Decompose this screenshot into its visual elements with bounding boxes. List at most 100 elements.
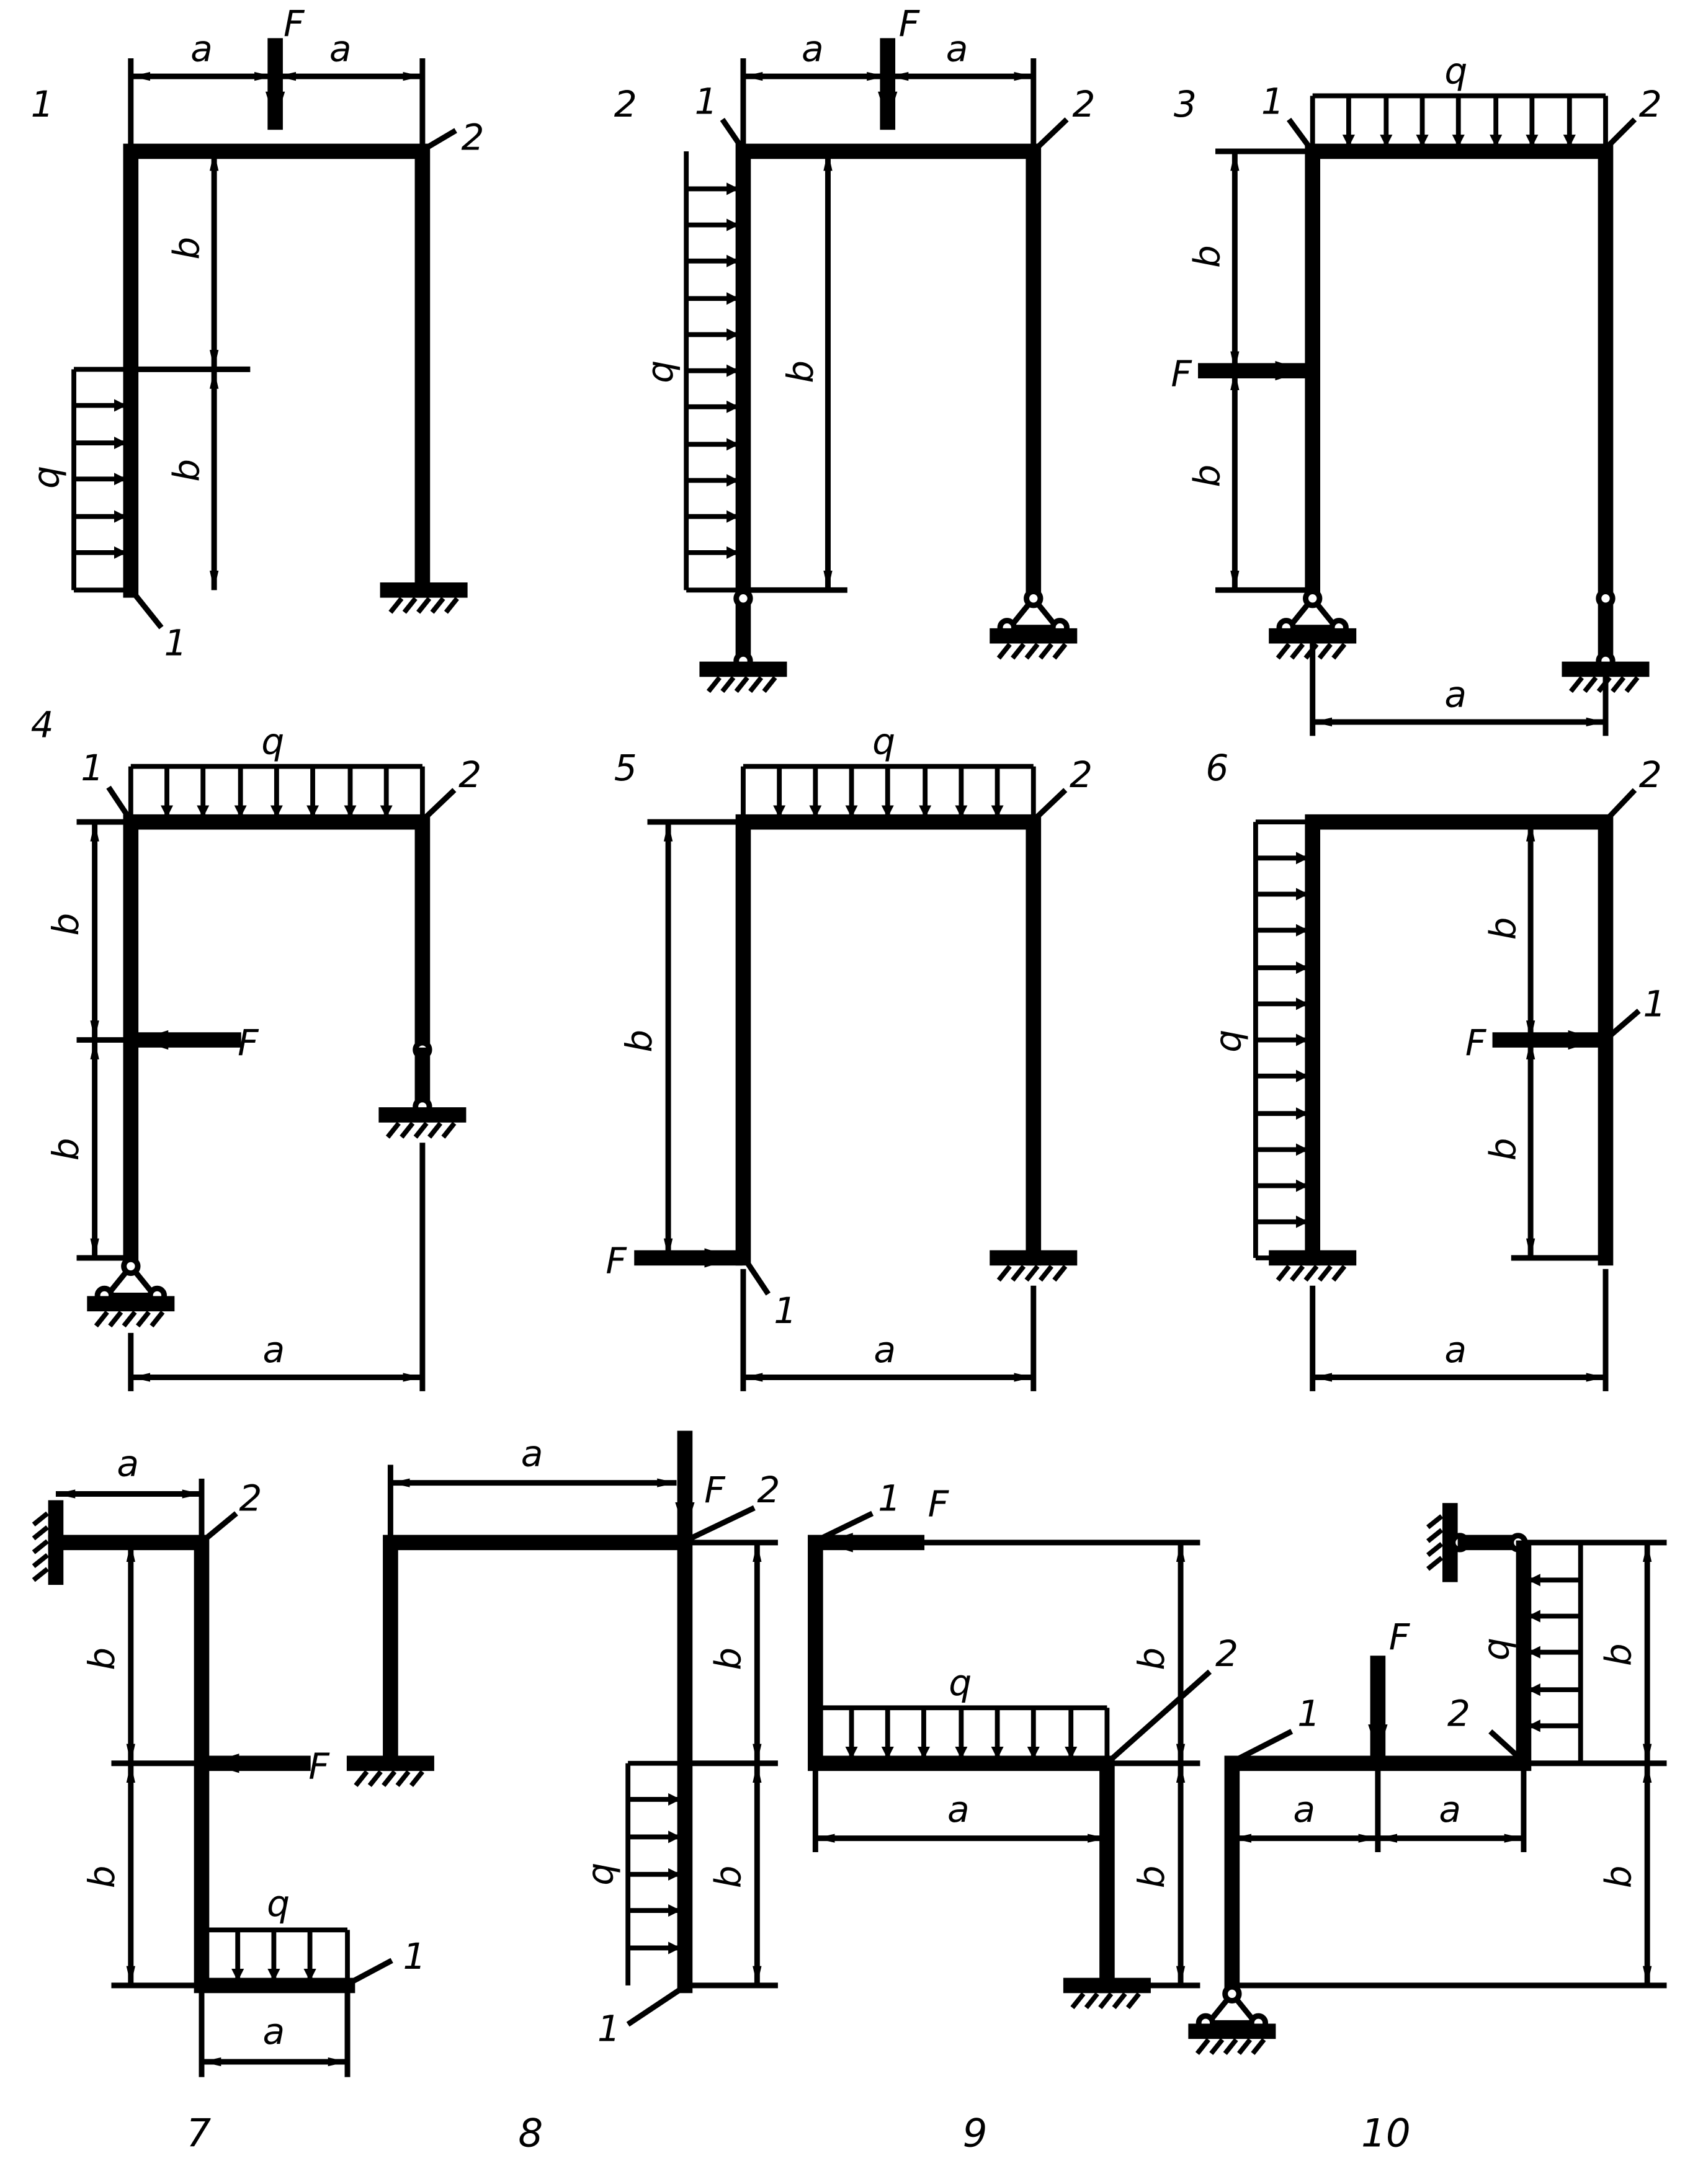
node-label-1: 1 xyxy=(695,81,718,123)
label-b: b xyxy=(1597,1643,1639,1666)
leader xyxy=(1107,1669,1212,1763)
label-a: a xyxy=(262,2010,285,2053)
label-F: F xyxy=(238,1022,259,1064)
scheme-number: 8 xyxy=(518,2111,543,2156)
label-F: F xyxy=(1171,352,1192,394)
scheme-number: 1 xyxy=(31,83,54,125)
scheme-number: 3 xyxy=(1174,83,1197,125)
node-label-1: 1 xyxy=(878,1477,901,1519)
distributed-load-q xyxy=(625,1760,685,1986)
leader xyxy=(106,785,131,818)
leader xyxy=(720,117,743,148)
label-a: a xyxy=(190,27,213,69)
label-b: b xyxy=(1482,1138,1524,1161)
pinned-support xyxy=(990,589,1078,660)
label-b: b xyxy=(1186,245,1228,268)
frame-members xyxy=(1305,143,1614,598)
leader xyxy=(626,1986,684,2027)
label-a: a xyxy=(117,1442,139,1484)
scheme-number: 6 xyxy=(1205,747,1228,789)
label-b: b xyxy=(81,1647,123,1670)
label-q: q xyxy=(1207,1030,1249,1053)
label-a: a xyxy=(874,1329,896,1371)
scheme-number: 7 xyxy=(186,2111,211,2156)
distributed-load-q xyxy=(1310,93,1608,151)
scheme-9: F 1 q 2 a b b xyxy=(808,1477,1238,2156)
label-a: a xyxy=(262,1329,285,1371)
scheme-10: q 2 F 1 a a b b 10 xyxy=(1188,1503,1667,2156)
scheme-3: 3 q 1 2 b b F xyxy=(1171,50,1662,736)
leader xyxy=(1233,1729,1294,1763)
scheme-number: 5 xyxy=(614,747,637,789)
label-b: b xyxy=(618,1030,660,1053)
label-b: b xyxy=(1482,917,1524,940)
label-a: a xyxy=(946,27,968,69)
frame-members xyxy=(1224,1540,1532,1994)
node-label-2: 2 xyxy=(1639,83,1662,125)
label-F: F xyxy=(704,1469,726,1511)
label-a: a xyxy=(1444,673,1467,715)
label-q: q xyxy=(872,720,895,762)
label-b: b xyxy=(81,1865,123,1888)
link-support xyxy=(1426,1503,1528,1582)
leader xyxy=(424,128,457,151)
label-q: q xyxy=(579,1863,622,1886)
label-b: b xyxy=(1130,1865,1173,1888)
node-label-2: 2 xyxy=(1447,1692,1470,1734)
label-q: q xyxy=(949,1662,972,1704)
distributed-load-q xyxy=(684,151,743,593)
leader xyxy=(423,788,457,820)
label-F: F xyxy=(1389,1616,1411,1658)
label-F: F xyxy=(928,1482,950,1525)
label-b: b xyxy=(779,360,821,383)
leader xyxy=(1606,1009,1641,1040)
fixed-support xyxy=(1269,1250,1357,1282)
label-q: q xyxy=(25,466,67,489)
label-q: q xyxy=(639,360,681,383)
distributed-load-q xyxy=(1253,819,1313,1260)
node-label-2: 2 xyxy=(458,754,481,796)
label-a: a xyxy=(1439,1788,1461,1830)
label-F: F xyxy=(899,2,921,45)
distributed-load-q xyxy=(1523,1540,1583,1766)
leader xyxy=(1606,117,1637,148)
leader xyxy=(1034,117,1069,151)
link-support xyxy=(1562,589,1650,693)
node-label-1: 1 xyxy=(1297,1692,1320,1734)
pinned-support xyxy=(1269,589,1357,660)
label-a: a xyxy=(947,1788,970,1830)
leader xyxy=(202,1511,238,1542)
scheme-number: 4 xyxy=(31,704,54,746)
node-label-1: 1 xyxy=(81,747,104,789)
node-label-1: 1 xyxy=(403,1935,426,1977)
node-label-2: 2 xyxy=(239,1477,262,1519)
node-label-2: 2 xyxy=(462,117,485,159)
fixed-support xyxy=(1063,1977,1151,2010)
node-label-1: 1 xyxy=(1643,983,1666,1025)
fixed-support xyxy=(346,1755,434,1788)
label-b: b xyxy=(166,237,208,260)
label-b: b xyxy=(707,1647,749,1670)
label-F: F xyxy=(284,2,305,45)
scheme-number: 2 xyxy=(614,83,637,125)
leader xyxy=(1606,788,1637,820)
link-support xyxy=(699,589,787,693)
label-a: a xyxy=(802,27,824,69)
fixed-support xyxy=(990,1250,1078,1282)
scheme-number: 9 xyxy=(963,2111,988,2156)
label-b: b xyxy=(45,913,87,936)
node-label-2: 2 xyxy=(1072,83,1095,125)
leader xyxy=(686,1505,756,1543)
label-a: a xyxy=(1293,1788,1315,1830)
label-F: F xyxy=(606,1240,627,1282)
link-support xyxy=(378,1040,467,1139)
distributed-load-q xyxy=(128,764,425,822)
leader xyxy=(1287,117,1311,148)
leader xyxy=(816,1510,874,1543)
label-q: q xyxy=(1475,1638,1517,1660)
distributed-load-q xyxy=(201,1927,350,1986)
distributed-load-q xyxy=(815,1705,1110,1763)
node-label-1: 1 xyxy=(1261,81,1284,123)
label-F: F xyxy=(1465,1022,1487,1064)
